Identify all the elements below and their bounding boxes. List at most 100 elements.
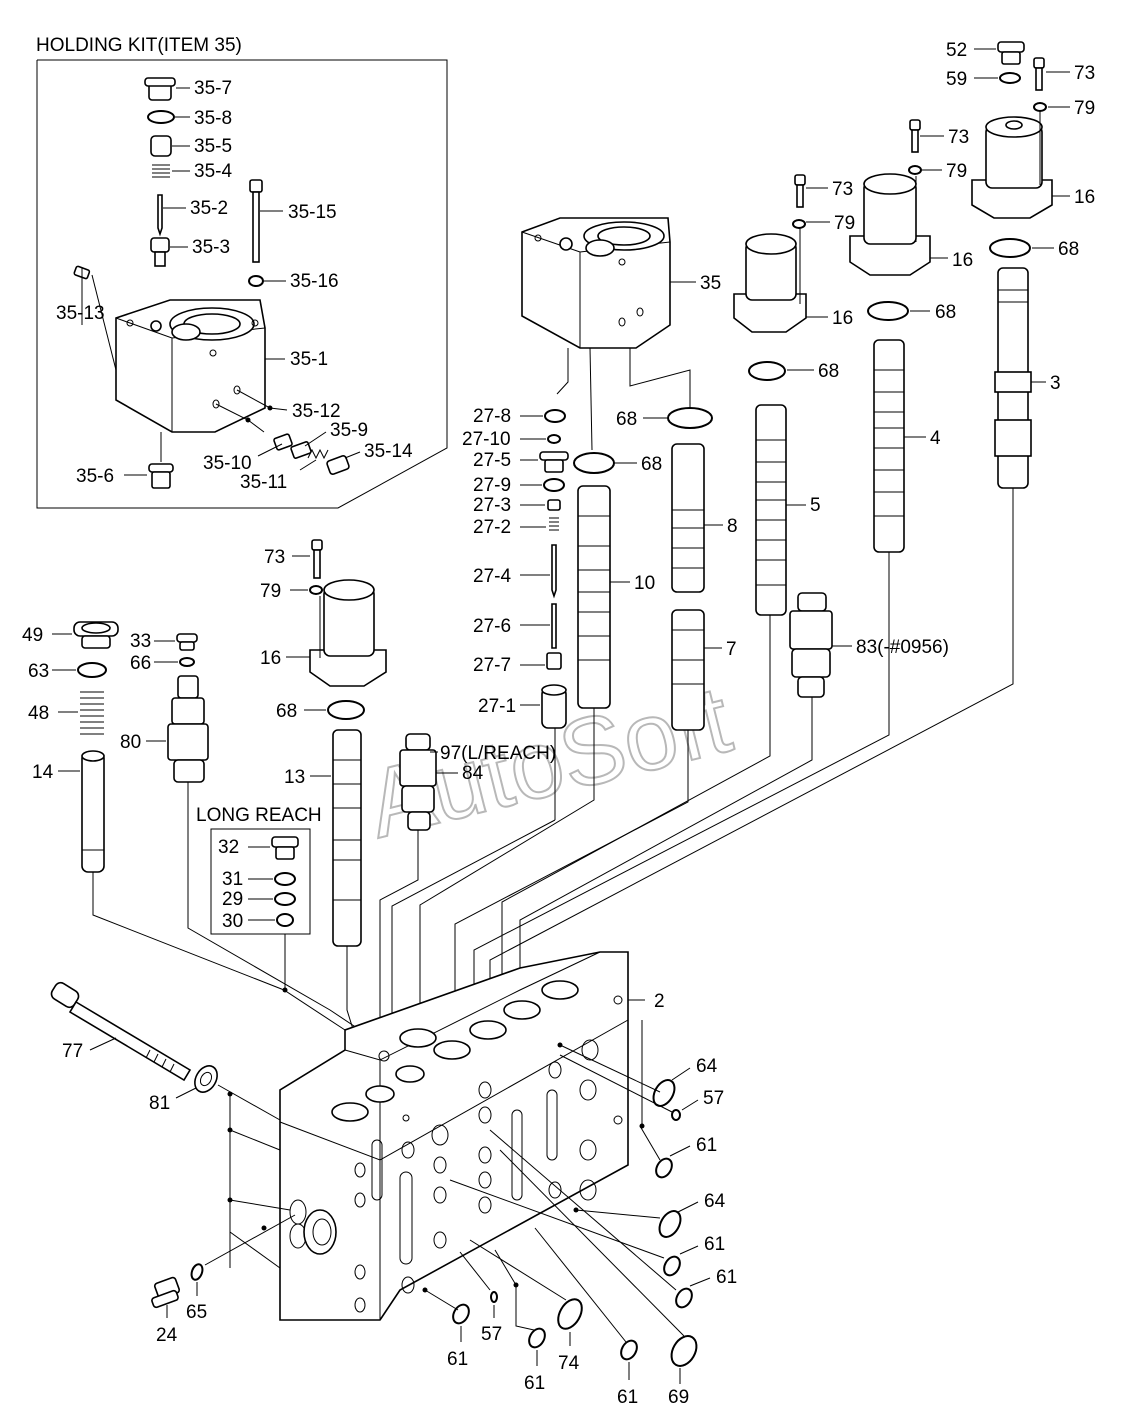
holding-kit-panel: HOLDING KIT(ITEM 35) 35-7 35-8 35-5 35-4	[36, 35, 448, 509]
long-reach-title: LONG REACH	[196, 805, 322, 826]
o-rings-68-center: 68 68	[573, 407, 713, 475]
part-35-16: 35-16	[248, 271, 339, 292]
label-68: 68	[818, 361, 839, 382]
label-48: 48	[28, 703, 49, 724]
label-27-5: 27-5	[473, 450, 511, 471]
label-61: 61	[696, 1135, 717, 1156]
label-31: 31	[222, 869, 243, 890]
part-84-relief-valve: 97(L/REACH) 84	[399, 733, 556, 831]
label-3: 3	[1050, 373, 1061, 394]
label-68: 68	[641, 454, 662, 475]
label-27-1: 27-1	[478, 696, 516, 717]
right-o-rings: 64 57 61 64 61 61 69	[449, 1020, 737, 1408]
label-5: 5	[810, 495, 821, 516]
label-27-8: 27-8	[473, 406, 511, 427]
part-83-relief-valve: 83(-#0956)	[789, 592, 949, 698]
part-24-plug: 24 65	[151, 1214, 296, 1346]
label-59: 59	[946, 69, 967, 90]
label-8: 8	[727, 516, 738, 537]
label-79: 79	[834, 213, 855, 234]
label-52: 52	[946, 40, 967, 61]
label-79: 79	[260, 581, 281, 602]
label-79: 79	[1074, 98, 1095, 119]
part-35-5: 35-5	[150, 135, 232, 157]
part-35-12-35-9-35-14: 35-12 35-9 35-10 35-14 35-11	[203, 389, 413, 493]
part-35-15: 35-15	[249, 179, 337, 263]
label-73: 73	[1074, 63, 1095, 84]
part-5-spool: 5	[755, 404, 821, 616]
holding-kit-frame	[36, 59, 448, 509]
label-16: 16	[1074, 187, 1095, 208]
label-61: 61	[524, 1373, 545, 1394]
label-27-4: 27-4	[473, 566, 511, 587]
label-27-9: 27-9	[473, 475, 511, 496]
label-16: 16	[952, 250, 973, 271]
label-65: 65	[186, 1302, 207, 1323]
label-83: 83(-#0956)	[856, 637, 949, 658]
part-10-spool: 10	[577, 485, 655, 709]
part-4-spool: 4	[873, 339, 941, 553]
label-68: 68	[276, 701, 297, 722]
label-64: 64	[696, 1056, 718, 1077]
part-35-6: 35-6	[76, 432, 174, 489]
label-74: 74	[558, 1353, 580, 1374]
label-35-2: 35-2	[190, 198, 228, 219]
part-7-spool: 7	[671, 609, 737, 731]
part-35-13: 35-13	[56, 265, 117, 371]
label-35-7: 35-7	[194, 78, 232, 99]
part-35-8: 35-8	[147, 108, 232, 129]
label-35-6: 35-6	[76, 466, 114, 487]
label-35-10: 35-10	[203, 453, 252, 474]
label-24: 24	[156, 1325, 178, 1346]
label-35-1: 35-1	[290, 349, 328, 370]
part-2-main-block: 2	[279, 951, 665, 1321]
part-13-spool: 13	[284, 729, 362, 1000]
label-30: 30	[222, 911, 243, 932]
label-73: 73	[264, 547, 285, 568]
long-reach-panel: LONG REACH 32 31 29 30	[196, 805, 322, 993]
label-68: 68	[935, 302, 956, 323]
label-33: 33	[130, 631, 151, 652]
label-35-4: 35-4	[194, 161, 232, 182]
part-35-2: 35-2	[157, 194, 228, 237]
holding-kit-title: HOLDING KIT(ITEM 35)	[36, 35, 242, 56]
label-63: 63	[28, 661, 49, 682]
label-27-6: 27-6	[473, 616, 511, 637]
label-27-7: 27-7	[473, 655, 511, 676]
label-2: 2	[654, 991, 665, 1012]
label-14: 14	[32, 762, 54, 783]
label-35-11: 35-11	[240, 472, 287, 493]
label-10: 10	[634, 573, 655, 594]
label-35-12: 35-12	[292, 401, 341, 422]
label-35-3: 35-3	[192, 237, 230, 258]
label-35-15: 35-15	[288, 202, 337, 223]
label-35-5: 35-5	[194, 136, 232, 157]
label-27-2: 27-2	[473, 517, 511, 538]
label-35-14: 35-14	[364, 441, 413, 462]
solenoid-group-middle-right: 73 79 16 68	[849, 119, 973, 323]
label-27-3: 27-3	[473, 495, 511, 516]
parts-left-column: 49 63 48 14	[22, 621, 346, 1031]
solenoid-group-center-right: 73 79 16 68	[733, 174, 855, 382]
solenoid-group-left: 73 79 16 68	[260, 539, 387, 722]
label-73: 73	[948, 127, 969, 148]
part-77-bolt: 77	[50, 981, 192, 1082]
label-35-16: 35-16	[290, 271, 339, 292]
label-32: 32	[218, 837, 239, 858]
label-68: 68	[616, 409, 637, 430]
label-61: 61	[617, 1387, 638, 1408]
label-73: 73	[832, 179, 853, 200]
label-84: 84	[462, 763, 484, 784]
label-16: 16	[260, 648, 281, 669]
label-61: 61	[447, 1349, 468, 1370]
label-69: 69	[668, 1387, 689, 1408]
label-64: 64	[704, 1191, 726, 1212]
part-35-3: 35-3	[150, 237, 230, 267]
label-16: 16	[832, 308, 853, 329]
label-7: 7	[726, 639, 737, 660]
label-80: 80	[120, 732, 141, 753]
label-49: 49	[22, 625, 43, 646]
part-3-spool: 3	[994, 267, 1061, 489]
bottom-o-rings: 61 57 61 74 61	[422, 1227, 638, 1408]
label-57: 57	[703, 1088, 724, 1109]
